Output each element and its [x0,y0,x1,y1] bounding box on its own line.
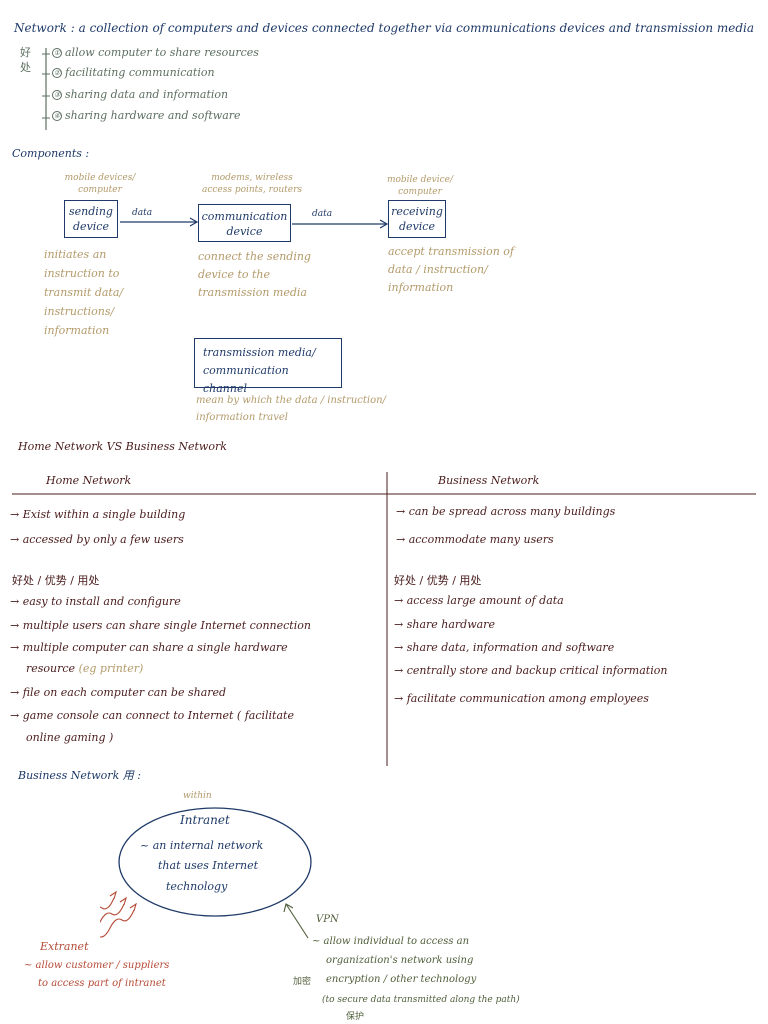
home-advantage: → easy to install and configure [10,595,181,608]
business-advantages-heading: 好处 / 优势 / 用处 [394,574,482,587]
business-advantage: → centrally store and backup critical in… [394,664,668,677]
intranet-title: Intranet [180,813,230,827]
home-advantage: → multiple computer can share a single h… [10,641,288,654]
home-network-title: Home Network [46,474,132,487]
business-point: → can be spread across many buildings [396,505,616,518]
receiving-device-desc: accept transmission of data / instructio… [388,245,514,294]
business-advantage: → facilitate communication among employe… [394,692,649,705]
benefits-bracket [42,48,50,130]
data-arrows [120,217,389,229]
business-usage-heading: Business Network 用 : [18,769,141,782]
benefits-label: 好处 [20,46,31,74]
sending-device-box: sending device [64,200,118,238]
home-advantage: resource (eg printer) [26,662,144,675]
extranet-desc-line: ~ allow customer / suppliers [24,960,170,971]
communication-device-box: communication device [198,204,291,242]
home-advantage: → game console can connect to Internet (… [10,709,294,722]
extranet-title: Extranet [40,940,89,953]
vpn-desc-line: ~ allow individual to access an [312,936,470,947]
communication-device-desc: connect the sending device to the transm… [198,250,311,299]
intranet-desc-line: ~ an internal network [140,839,264,852]
business-advantage: → share data, information and software [394,641,615,654]
vpn-desc-line: organization's network using [326,955,474,966]
receiving-device-box: receiving device [388,200,446,238]
business-advantage: → share hardware [394,618,495,631]
components-heading: Components : [12,147,90,160]
within-label: within [183,791,212,801]
receiving-device-examples: mobile device/ computer [386,175,454,197]
sending-device-desc: initiates an instruction to transmit dat… [44,248,124,337]
home-point: → accessed by only a few users [10,533,184,546]
communication-device-examples: modems, wireless access points, routers [201,173,303,195]
vpn-note-cn: 加密 [293,977,312,987]
arrow-label-data: data [312,209,333,219]
sending-device-examples: mobile devices/ computer [64,173,136,195]
business-point: → accommodate many users [396,533,554,546]
home-advantages-heading: 好处 / 优势 / 用处 [12,574,100,587]
vpn-desc-line: (to secure data transmitted along the pa… [322,995,520,1005]
transmission-media-desc: mean by which the data / instruction/ in… [196,395,386,423]
comparison-table-lines [12,472,756,766]
vpn-desc-line: encryption / other technology [326,974,477,985]
business-advantage: → access large amount of data [394,594,564,607]
home-advantage: → multiple users can share single Intern… [10,619,311,632]
transmission-media-box: transmission media/ communication channe… [194,338,342,395]
vpn-title: VPN [316,914,339,925]
intranet-diagram [100,807,312,939]
network-definition: Network : a collection of computers and … [14,21,755,35]
arrow-label-data: data [132,208,153,218]
intranet-desc-line: that uses Internet [158,859,258,872]
intranet-desc-line: technology [166,880,228,893]
vpn-note-cn2: 保护 [346,1012,365,1022]
home-advantage: → file on each computer can be shared [10,686,227,699]
extranet-desc-line: to access part of intranet [38,978,166,989]
home-point: → Exist within a single building [10,508,186,521]
home-advantage: online gaming ) [26,731,114,744]
business-network-title: Business Network [438,474,540,487]
comparison-heading: Home Network VS Business Network [18,440,227,453]
